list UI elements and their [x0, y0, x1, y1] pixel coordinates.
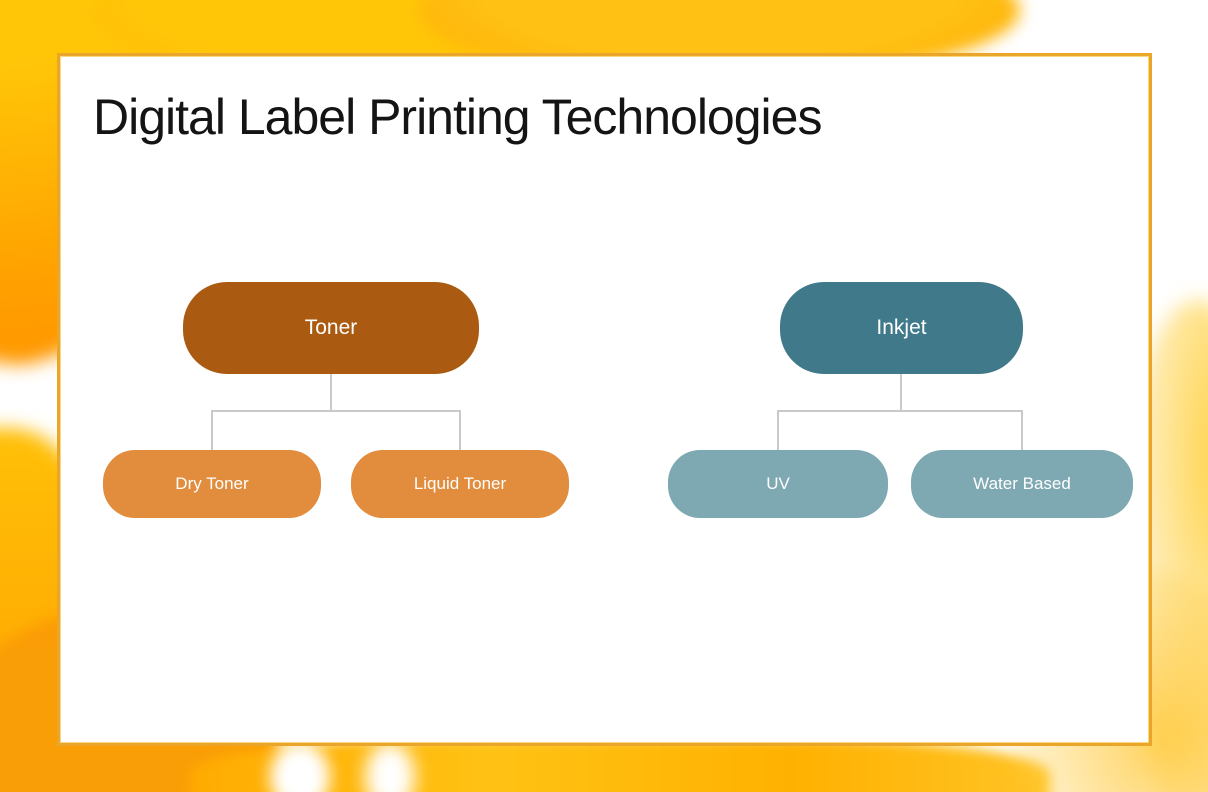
- connector-toner-rail: [211, 410, 461, 412]
- connector-inkjet-stem: [900, 374, 902, 411]
- node-inkjet: Inkjet: [780, 282, 1023, 374]
- node-uv-label: UV: [766, 474, 790, 493]
- node-water-based-label: Water Based: [973, 474, 1071, 493]
- connector-inkjet-rail: [777, 410, 1023, 412]
- ink-gap-highlight: [270, 742, 330, 792]
- connector-inkjet-drop-left: [777, 411, 779, 450]
- node-toner: Toner: [183, 282, 479, 374]
- node-liquid-toner: Liquid Toner: [351, 450, 569, 518]
- node-water-based: Water Based: [911, 450, 1133, 518]
- slide-title: Digital Label Printing Technologies: [93, 89, 822, 145]
- connector-toner-drop-left: [211, 411, 213, 450]
- connector-toner-stem: [330, 374, 332, 411]
- node-liquid-toner-label: Liquid Toner: [413, 474, 507, 493]
- node-dry-toner: Dry Toner: [103, 450, 321, 518]
- connector-inkjet-drop-right: [1021, 411, 1023, 450]
- node-dry-toner-label: Dry Toner: [175, 474, 249, 493]
- connector-toner-drop-right: [459, 411, 461, 450]
- slide-panel: Digital Label Printing Technologies Tone…: [57, 53, 1152, 746]
- node-inkjet-label: Inkjet: [876, 316, 927, 339]
- node-toner-label: Toner: [304, 316, 358, 339]
- node-uv: UV: [668, 450, 888, 518]
- ink-blob-bottom-band: [190, 738, 1050, 792]
- ink-gap-highlight: [365, 742, 415, 792]
